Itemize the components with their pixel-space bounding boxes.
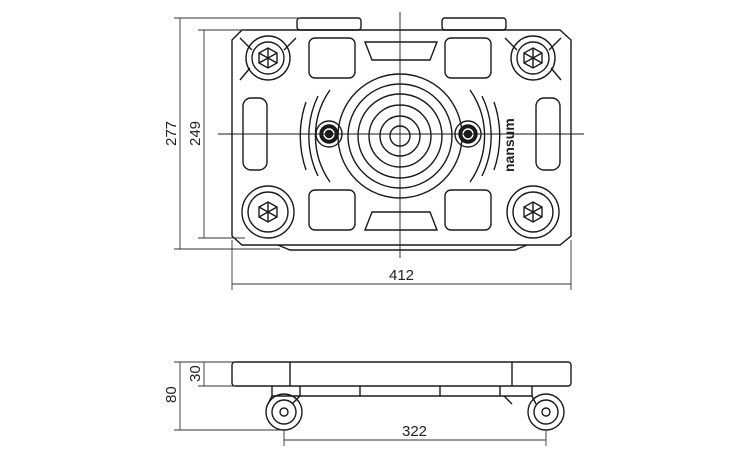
pad-top-left (308, 37, 356, 79)
bottom-lip (277, 244, 528, 251)
dim-deck-height: 30 (187, 365, 204, 382)
dim-overall-length: 277 (163, 121, 180, 146)
caster-bottom-left (241, 185, 295, 239)
side-view (231, 361, 572, 431)
pad-bottom-left (308, 189, 356, 231)
pad-top-right (444, 37, 492, 79)
arcs-right (469, 89, 501, 183)
top-center-slot (363, 41, 439, 61)
top-view (218, 12, 584, 258)
wheel-right (503, 393, 565, 431)
chassis (271, 386, 533, 397)
caster-bottom-right (506, 185, 560, 239)
bottom-center-slot (363, 211, 439, 231)
top-lip-left (296, 17, 362, 31)
pad-bottom-right (444, 189, 492, 231)
caster-top-right (504, 35, 562, 81)
caster-top-left (239, 35, 297, 81)
dim-wheelbase: 322 (402, 423, 427, 440)
brand-logo: nansum (501, 118, 517, 172)
side-view-dimensions (174, 361, 547, 446)
wheel-left (265, 393, 303, 431)
dim-height: 80 (163, 386, 180, 403)
top-lip-right (441, 17, 507, 31)
dim-body-length: 249 (187, 121, 204, 146)
top-view-dimensions (174, 17, 572, 290)
dim-width: 412 (389, 267, 414, 284)
deck (231, 361, 572, 387)
